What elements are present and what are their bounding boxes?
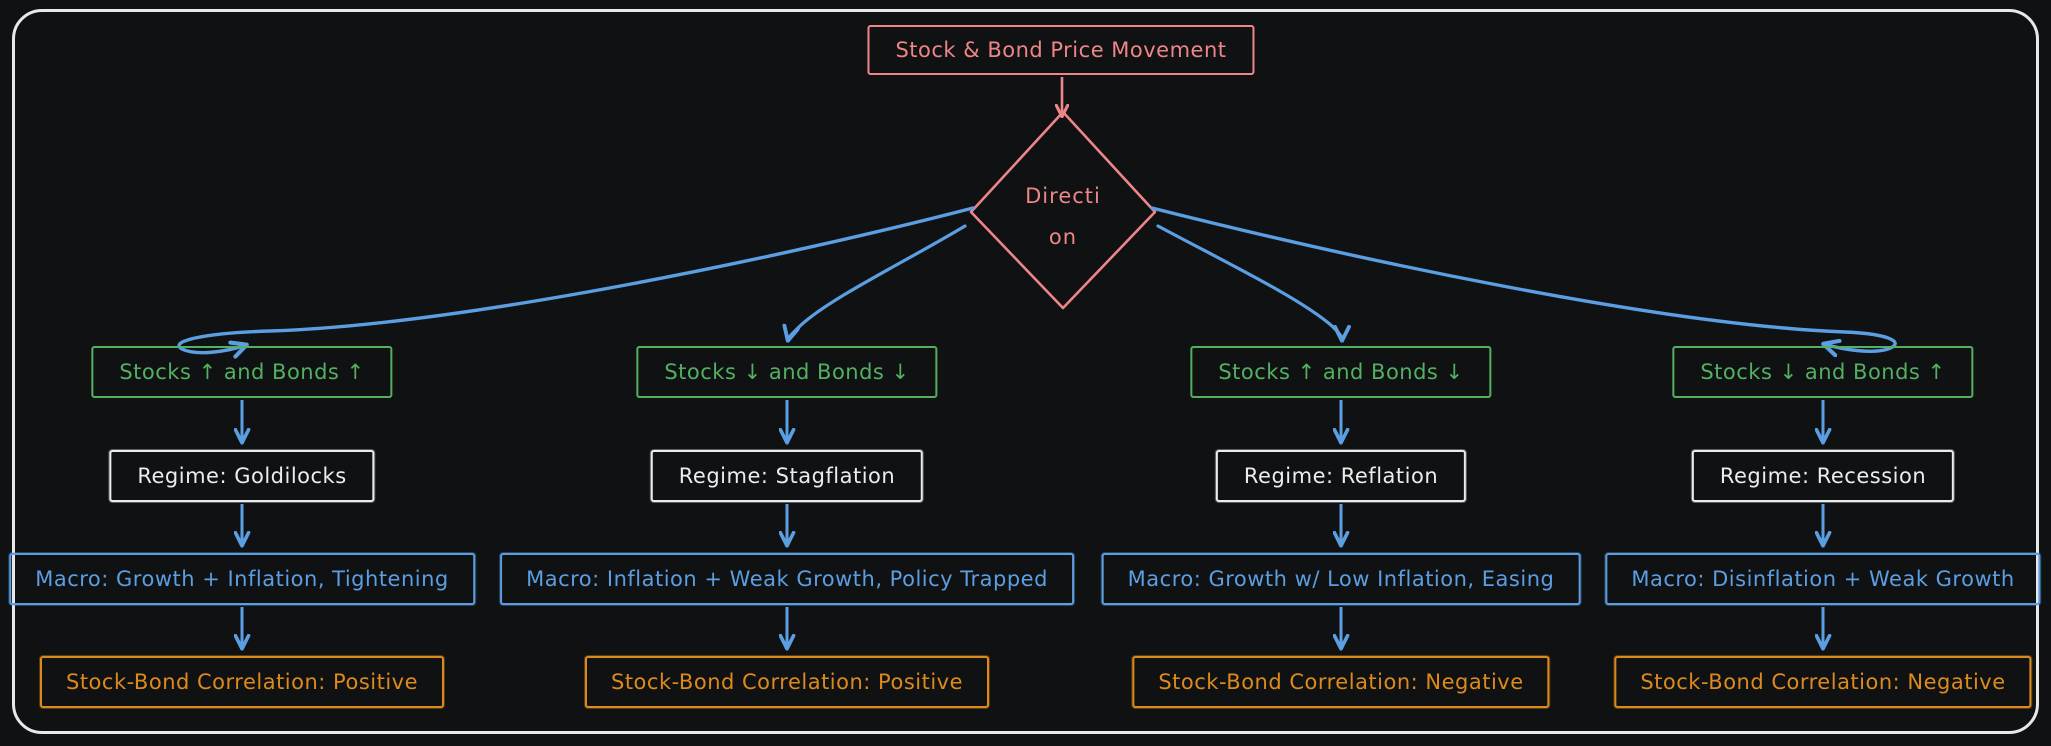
condition-2-label: Stocks ↓ and Bonds ↓ [664, 360, 910, 384]
node-regime-2: Regime: Stagflation [650, 450, 924, 502]
node-decision-label: Directi on [1025, 176, 1101, 258]
node-regime-3: Regime: Reflation [1215, 450, 1467, 502]
regime-2-label: Regime: Stagflation [678, 464, 896, 488]
node-regime-4: Regime: Recession [1691, 450, 1955, 502]
macro-4-label: Macro: Disinflation + Weak Growth [1631, 567, 2015, 591]
condition-4-label: Stocks ↓ and Bonds ↑ [1700, 360, 1946, 384]
node-correlation-4: Stock-Bond Correlation: Negative [1614, 656, 2032, 708]
arrow-decision-to-branch3 [1156, 224, 1342, 340]
canvas-frame [12, 9, 2039, 734]
node-macro-4: Macro: Disinflation + Weak Growth [1605, 553, 2041, 605]
node-root-title: Stock & Bond Price Movement [867, 25, 1255, 75]
condition-1-label: Stocks ↑ and Bonds ↑ [119, 360, 365, 384]
macro-3-label: Macro: Growth w/ Low Inflation, Easing [1127, 567, 1555, 591]
correlation-3-label: Stock-Bond Correlation: Negative [1158, 670, 1524, 694]
condition-3-label: Stocks ↑ and Bonds ↓ [1218, 360, 1464, 384]
arrow-decision-to-branch4 [1150, 206, 1897, 351]
node-macro-3: Macro: Growth w/ Low Inflation, Easing [1101, 553, 1581, 605]
correlation-2-label: Stock-Bond Correlation: Positive [610, 670, 964, 694]
node-regime-1: Regime: Goldilocks [109, 450, 375, 502]
regime-3-label: Regime: Reflation [1243, 464, 1439, 488]
correlation-4-label: Stock-Bond Correlation: Negative [1640, 670, 2006, 694]
decision-diamond [969, 110, 1157, 310]
arrow-decision-to-branch1 [177, 206, 975, 353]
node-condition-2: Stocks ↓ and Bonds ↓ [636, 346, 938, 398]
arrow-decision-to-branch2 [788, 224, 967, 340]
correlation-1-label: Stock-Bond Correlation: Positive [65, 670, 419, 694]
macro-2-label: Macro: Inflation + Weak Growth, Policy T… [526, 567, 1048, 591]
decision-label-line2: on [1048, 225, 1078, 249]
node-correlation-1: Stock-Bond Correlation: Positive [39, 656, 445, 708]
node-correlation-2: Stock-Bond Correlation: Positive [584, 656, 990, 708]
node-macro-2: Macro: Inflation + Weak Growth, Policy T… [500, 553, 1074, 605]
decision-label-line1: Directi [1025, 184, 1101, 208]
node-condition-4: Stocks ↓ and Bonds ↑ [1672, 346, 1974, 398]
regime-4-label: Regime: Recession [1719, 464, 1927, 488]
regime-1-label: Regime: Goldilocks [137, 464, 347, 488]
node-condition-3: Stocks ↑ and Bonds ↓ [1190, 346, 1492, 398]
macro-1-label: Macro: Growth + Inflation, Tightening [35, 567, 449, 591]
node-condition-1: Stocks ↑ and Bonds ↑ [91, 346, 393, 398]
node-correlation-3: Stock-Bond Correlation: Negative [1132, 656, 1550, 708]
root-title-label: Stock & Bond Price Movement [895, 38, 1227, 62]
node-macro-1: Macro: Growth + Inflation, Tightening [9, 553, 475, 605]
